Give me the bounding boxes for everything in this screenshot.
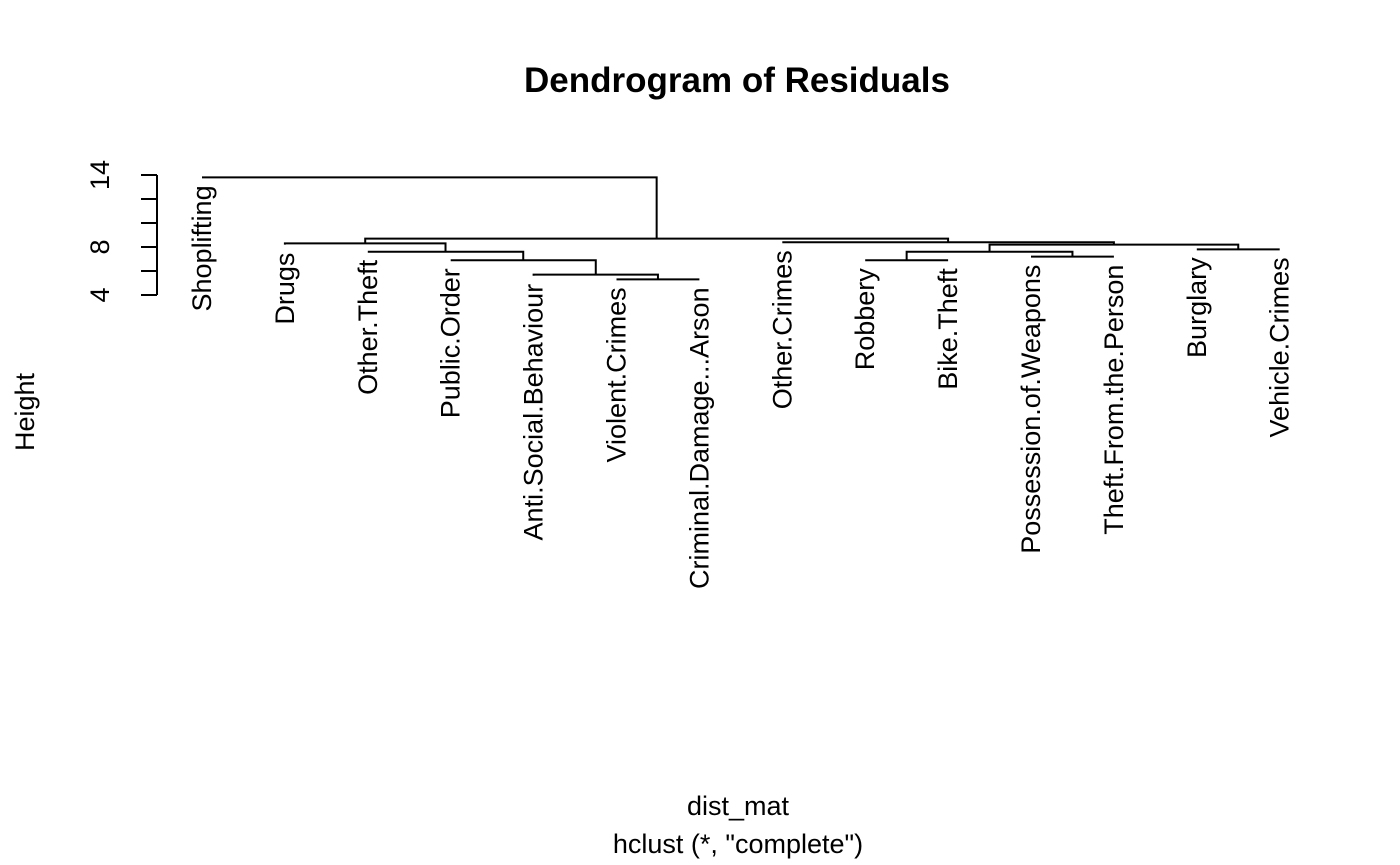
leaf-label: Other.Crimes xyxy=(767,250,797,409)
leaf-label: Robbery xyxy=(850,268,880,371)
leaf-label: Criminal.Damage...Arson xyxy=(684,287,714,589)
y-axis-label: Height xyxy=(10,372,40,451)
leaf-label: Theft.From.the.Person xyxy=(1099,265,1129,535)
x-axis-label: dist_mat xyxy=(687,791,790,821)
leaf-label: Drugs xyxy=(270,253,300,325)
y-tick-label: 8 xyxy=(85,239,115,254)
leaf-label: Bike.Theft xyxy=(933,268,963,390)
subtitle: hclust (*, "complete") xyxy=(613,829,863,859)
leaf-label: Public.Order xyxy=(436,268,466,418)
merge-link xyxy=(988,243,1240,252)
merge-link xyxy=(782,241,1115,245)
leaf-label: Violent.Crimes xyxy=(602,287,632,462)
leaf-label: Shoplifting xyxy=(187,185,217,311)
y-axis: 4 8 14 xyxy=(85,160,158,303)
merge-link xyxy=(450,259,597,275)
chart-title: Dendrogram of Residuals xyxy=(524,61,950,100)
leaf-label: Vehicle.Crimes xyxy=(1265,257,1295,437)
merge-link xyxy=(202,176,658,239)
leaf-label: Other.Theft xyxy=(353,259,383,395)
y-tick-label: 4 xyxy=(85,287,115,302)
leaf-label: Burglary xyxy=(1182,257,1212,358)
leaf-label: Anti.Social.Behaviour xyxy=(519,284,549,541)
y-tick-label: 14 xyxy=(85,160,115,190)
dendrogram-links xyxy=(202,176,1280,281)
merge-link xyxy=(283,242,447,252)
merge-link xyxy=(367,250,525,261)
leaf-label: Possession.of.Weapons xyxy=(1016,265,1046,554)
